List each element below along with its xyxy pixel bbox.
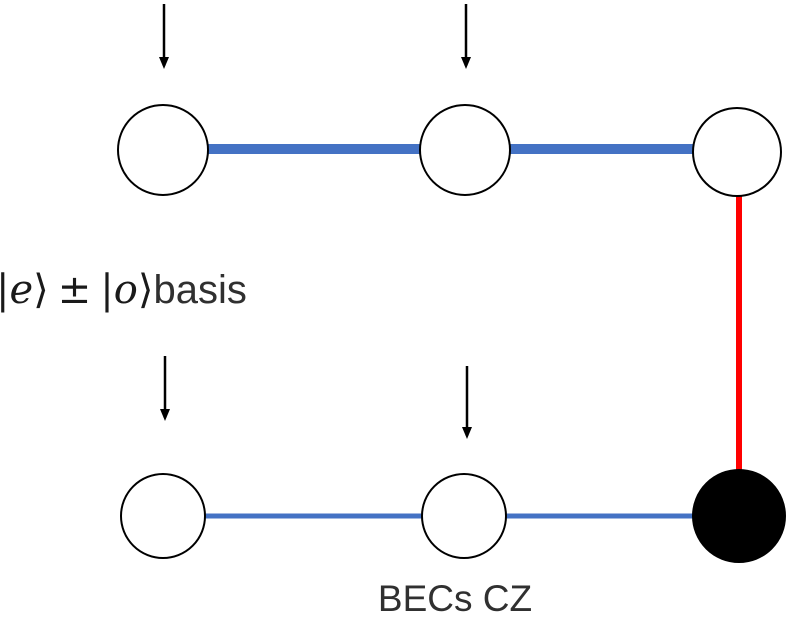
- basis-label: |e⟩±|o⟩basis: [0, 268, 247, 312]
- node-top-left: [117, 104, 209, 196]
- node-bottom-left: [120, 473, 206, 559]
- ket-open-bar-1: |: [0, 267, 10, 313]
- basis-word: basis: [153, 268, 247, 312]
- ket-open-bar-2: |: [100, 267, 114, 313]
- gate-label: BECs CZ: [377, 578, 533, 619]
- node-bottom-middle: [421, 473, 507, 559]
- plus-minus-sign: ±: [57, 267, 92, 313]
- ket-close-1: ⟩: [33, 267, 49, 313]
- node-top-middle: [419, 104, 511, 196]
- node-bottom-right-filled: [692, 469, 786, 563]
- basis-state-e: e: [9, 267, 34, 313]
- ket-close-2: ⟩: [137, 267, 154, 313]
- node-top-right: [692, 107, 782, 197]
- basis-state-o: o: [113, 267, 138, 313]
